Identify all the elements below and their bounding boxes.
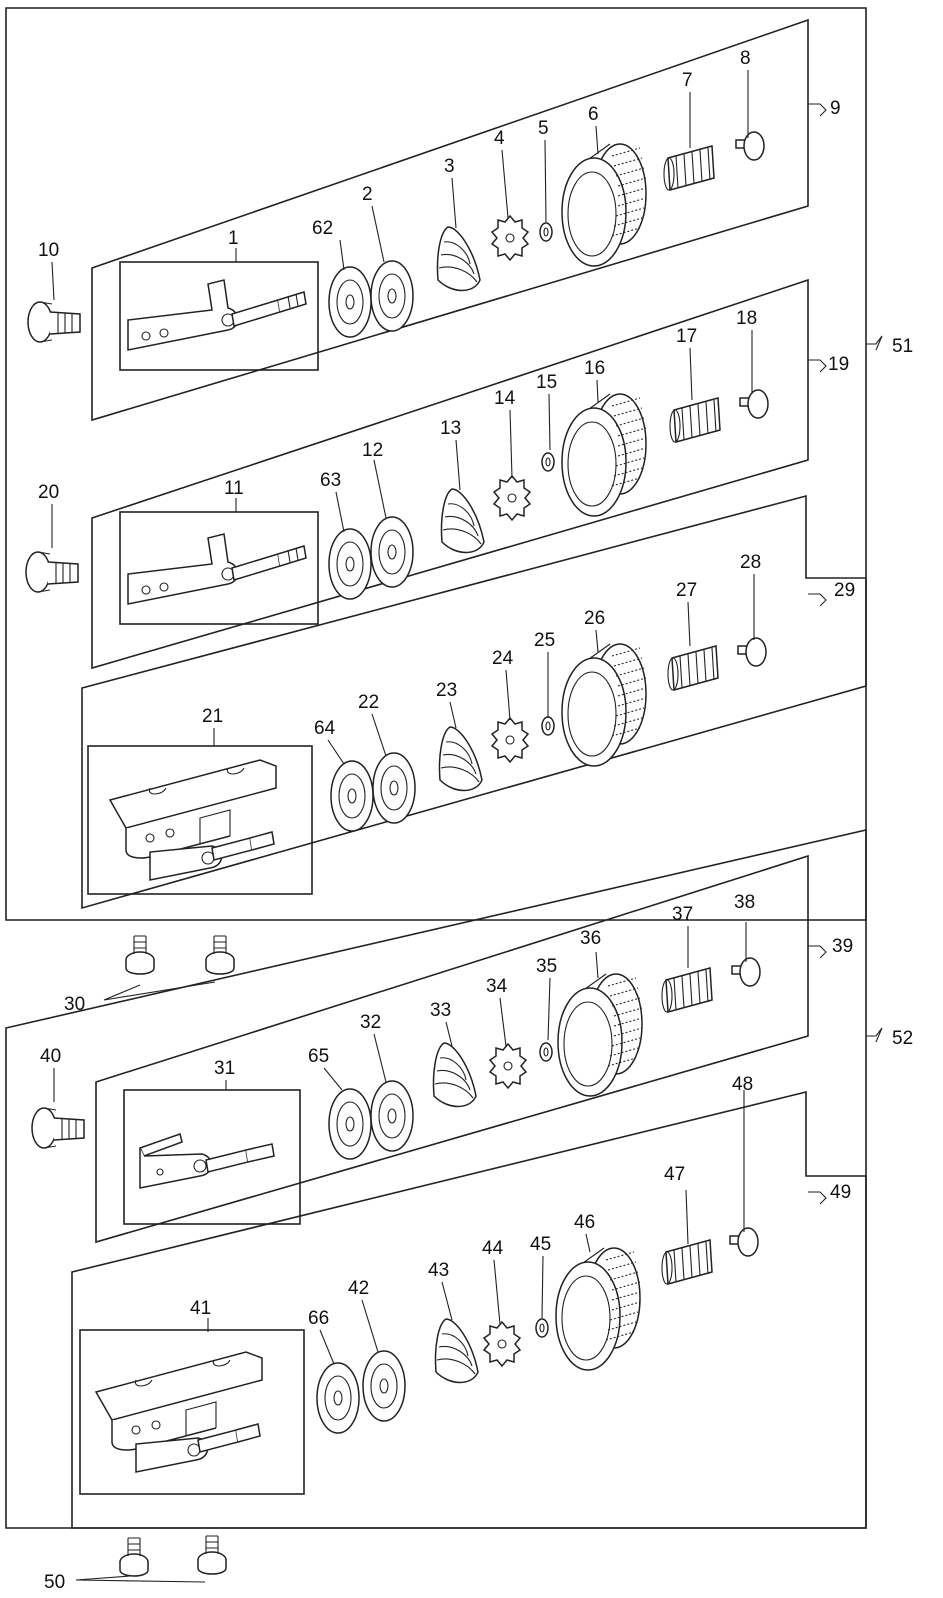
label-40: 40 — [40, 1046, 61, 1067]
label-16: 16 — [584, 358, 605, 379]
leaders-lower — [53, 922, 747, 1365]
group-19-panel — [91, 278, 809, 670]
label-6: 6 — [588, 104, 599, 125]
label-26: 26 — [584, 608, 605, 629]
label-24: 24 — [492, 648, 514, 669]
label-30: 30 — [64, 994, 85, 1015]
label-19: 19 — [828, 354, 849, 375]
group-19-frame-box — [119, 511, 319, 625]
label-39: 39 — [832, 936, 853, 957]
label-12: 12 — [362, 440, 383, 461]
label-32: 32 — [360, 1012, 381, 1033]
brace-9 — [808, 103, 827, 117]
label-66: 66 — [308, 1308, 329, 1329]
brace-51 — [866, 335, 883, 351]
label-14: 14 — [494, 388, 516, 409]
label-7: 7 — [682, 70, 693, 91]
label-18: 18 — [736, 308, 757, 329]
label-42: 42 — [348, 1278, 369, 1299]
leader-50 — [75, 1575, 206, 1583]
label-2: 2 — [362, 184, 373, 205]
label-20: 20 — [38, 482, 59, 503]
label-17: 17 — [676, 326, 697, 347]
label-62: 62 — [312, 218, 333, 239]
group-39-frame-box — [123, 1089, 301, 1225]
label-27: 27 — [676, 580, 697, 601]
label-15: 15 — [536, 372, 557, 393]
label-52: 52 — [892, 1028, 913, 1049]
label-3: 3 — [444, 156, 455, 177]
label-50: 50 — [44, 1572, 65, 1593]
label-63: 63 — [320, 470, 341, 491]
label-51: 51 — [892, 336, 913, 357]
label-22: 22 — [358, 692, 379, 713]
label-13: 13 — [440, 418, 461, 439]
label-34: 34 — [486, 976, 508, 997]
group-49-frame-box — [79, 1329, 305, 1495]
label-36: 36 — [580, 928, 601, 949]
label-5: 5 — [538, 118, 549, 139]
label-37: 37 — [672, 904, 693, 925]
label-4: 4 — [494, 128, 505, 149]
leaders-upper — [51, 70, 755, 765]
label-9: 9 — [830, 98, 841, 119]
group-9-frame-box — [119, 261, 319, 371]
label-38: 38 — [734, 892, 755, 913]
group-29-panel — [81, 494, 867, 910]
brace-39 — [808, 945, 827, 959]
label-21: 21 — [202, 706, 223, 727]
group-29-frame-box — [87, 745, 313, 895]
label-1: 1 — [228, 228, 239, 249]
label-28: 28 — [740, 552, 761, 573]
group-9-panel — [91, 18, 809, 422]
label-45: 45 — [530, 1234, 551, 1255]
label-44: 44 — [482, 1238, 504, 1259]
label-29: 29 — [834, 580, 855, 601]
label-48: 48 — [732, 1074, 753, 1095]
label-47: 47 — [664, 1164, 685, 1185]
brace-29 — [808, 593, 827, 607]
label-35: 35 — [536, 956, 557, 977]
label-25: 25 — [534, 630, 555, 651]
group-49-panel — [71, 1090, 867, 1529]
label-49: 49 — [830, 1182, 851, 1203]
label-33: 33 — [430, 1000, 451, 1021]
label-8: 8 — [740, 48, 751, 69]
brace-49 — [808, 1191, 827, 1205]
group-39-panel — [95, 854, 809, 1244]
leader-30 — [103, 981, 216, 1001]
label-41: 41 — [190, 1298, 211, 1319]
brace-19 — [808, 359, 827, 373]
label-31: 31 — [214, 1058, 235, 1079]
label-10: 10 — [38, 240, 59, 261]
label-64: 64 — [314, 718, 336, 739]
label-23: 23 — [436, 680, 457, 701]
label-43: 43 — [428, 1260, 449, 1281]
label-65: 65 — [308, 1046, 329, 1067]
label-46: 46 — [574, 1212, 595, 1233]
brace-52 — [866, 1027, 883, 1043]
label-11: 11 — [224, 478, 244, 499]
